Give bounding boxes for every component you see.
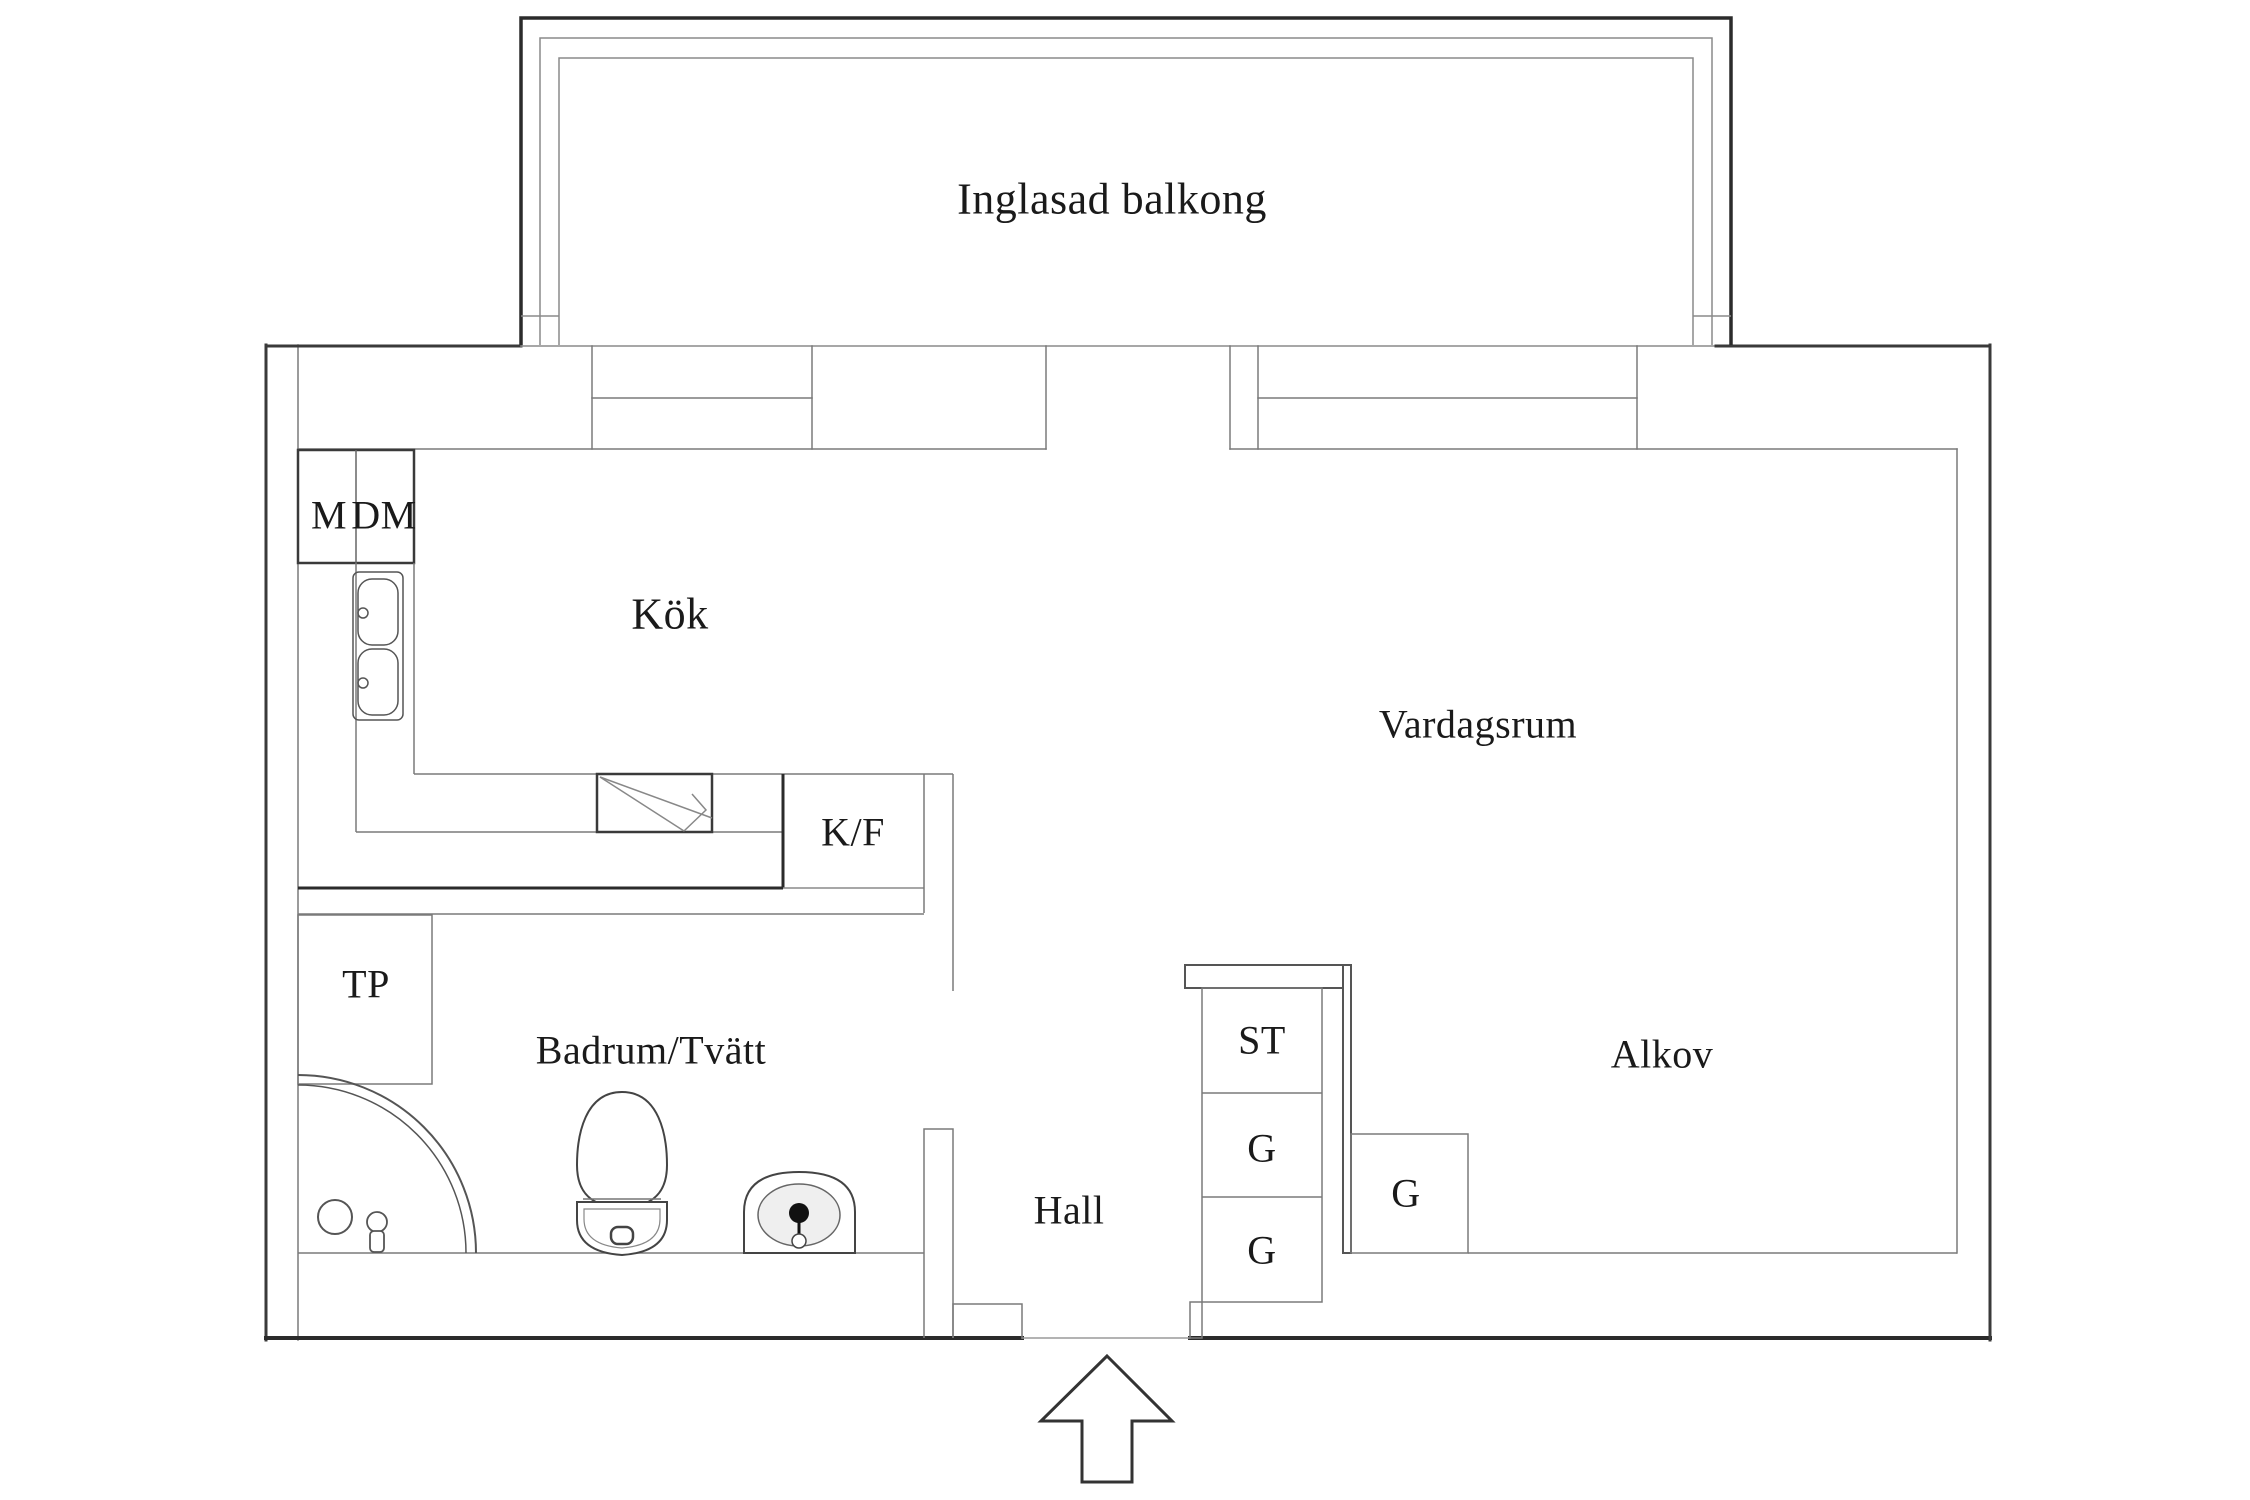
label-hall: Hall <box>1033 1187 1105 1233</box>
corner-cabinet <box>595 772 714 834</box>
corner-cabinet-fan-2 <box>599 776 685 832</box>
wardrobe-box <box>1350 1133 1469 1254</box>
label-drying-cabinet: TP <box>342 961 390 1007</box>
washbasin-faucet <box>789 1203 809 1223</box>
sink-unit <box>352 571 404 721</box>
closet-top-wall <box>1184 964 1344 989</box>
bathroom-door-wall <box>923 1128 954 1338</box>
corner-cabinet-chevron <box>683 793 708 832</box>
label-wardrobe-1: G <box>1247 1125 1277 1171</box>
balcony-inner-glazing <box>558 57 1694 345</box>
sink-basin-bottom <box>357 648 399 716</box>
shower-mixer-stem <box>369 1230 385 1253</box>
sink-tap-top <box>357 607 369 619</box>
label-alcove: Alkov <box>1610 1031 1714 1077</box>
balcony-mid-glazing <box>539 37 1713 345</box>
bathroom-wall-foot <box>952 1303 1023 1338</box>
drying-cabinet-box <box>297 914 433 1085</box>
sink-basin-top <box>357 578 399 646</box>
label-dishwasher: DM <box>351 492 417 538</box>
shower-arc-inner <box>297 1084 467 1254</box>
entrance-arrow <box>1037 1353 1176 1484</box>
label-balcony: Inglasad balkong <box>957 174 1267 224</box>
toilet-bowl <box>575 1090 669 1209</box>
closet-cells <box>1201 987 1323 1303</box>
balcony-outer-wall <box>519 16 1733 345</box>
toilet-flush-button <box>609 1225 635 1246</box>
shower-mixer-knob <box>366 1211 388 1233</box>
label-bathroom: Badrum/Tvätt <box>535 1027 767 1073</box>
label-fridge-freezer: K/F <box>821 809 885 855</box>
shower-arc-outer <box>297 1074 477 1254</box>
label-wardrobe-2: G <box>1247 1227 1277 1273</box>
corner-cabinet-fan-1 <box>599 776 713 819</box>
label-wardrobe-3: G <box>1391 1170 1421 1216</box>
sink-tap-bottom <box>357 677 369 689</box>
label-washing-machine: M <box>310 492 348 538</box>
washbasin-drain <box>791 1233 807 1249</box>
closet-right-wall <box>1342 964 1352 1254</box>
label-living-room: Vardagsrum <box>1378 701 1578 747</box>
shower-drain-icon <box>317 1199 353 1235</box>
toilet-tank-inner <box>583 1208 661 1249</box>
label-cleaning-closet: ST <box>1238 1017 1286 1063</box>
closet-foot-stub <box>1189 1301 1203 1339</box>
label-kitchen: Kök <box>631 589 709 639</box>
